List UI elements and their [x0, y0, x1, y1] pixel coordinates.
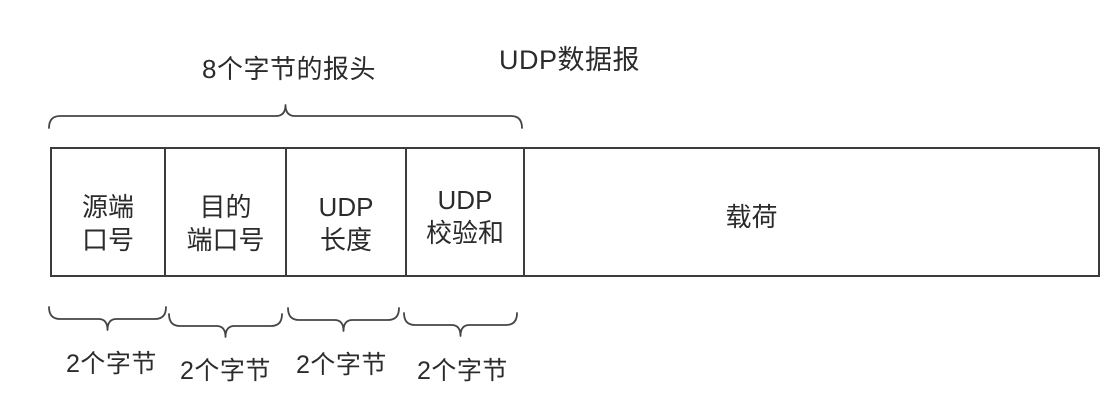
size-label-dest-port: 2个字节 — [180, 357, 271, 385]
size-label-udp-checksum: 2个字节 — [417, 357, 508, 385]
size-brace-down-3 — [287, 307, 400, 332]
diagram-title: UDP数据报 — [499, 45, 641, 75]
header-bytes-label: 8个字节的报头 — [202, 54, 376, 84]
size-brace-down-1 — [48, 306, 167, 331]
field-udp-checksum-label: UDP 校验和 — [425, 185, 504, 248]
field-payload: 载荷 — [525, 149, 1098, 275]
field-payload-label: 载荷 — [725, 201, 778, 232]
size-brace-down-4 — [403, 312, 518, 337]
size-brace-down-2 — [168, 313, 283, 338]
field-udp-checksum: UDP 校验和 — [407, 149, 525, 275]
packet-structure-table: 源端 口号 目的 端口号 UDP 长度 UDP 校验和 载荷 — [50, 147, 1100, 277]
field-source-port: 源端 口号 — [52, 149, 166, 275]
field-udp-length: UDP 长度 — [287, 149, 407, 275]
field-udp-length-label: UDP 长度 — [318, 192, 374, 255]
header-brace-up — [48, 104, 523, 129]
size-label-source-port: 2个字节 — [66, 350, 157, 378]
field-source-port-label: 源端 口号 — [81, 192, 134, 255]
size-label-udp-length: 2个字节 — [296, 351, 387, 379]
field-dest-port-label: 目的 端口号 — [186, 192, 265, 255]
field-dest-port: 目的 端口号 — [166, 149, 287, 275]
